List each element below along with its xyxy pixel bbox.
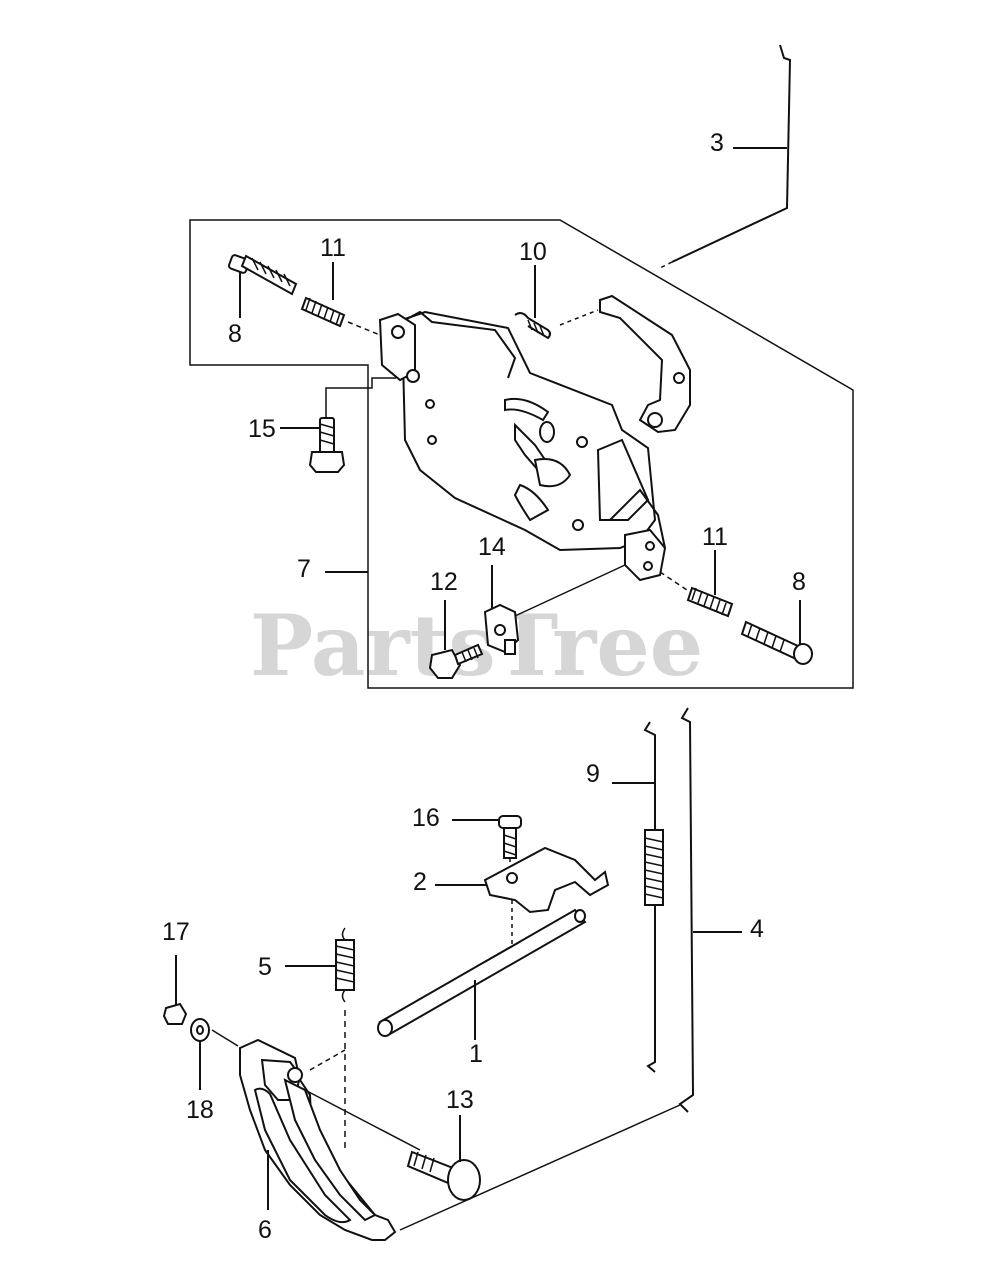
callout-7: 7 xyxy=(297,555,311,583)
callout-13: 13 xyxy=(446,1086,474,1114)
callout-18: 18 xyxy=(186,1096,214,1124)
callout-9: 9 xyxy=(586,760,600,788)
callout-8-top: 8 xyxy=(228,320,242,348)
spring-top xyxy=(300,262,381,336)
choke-rod xyxy=(399,707,742,1231)
callout-3: 3 xyxy=(710,129,724,157)
callout-6: 6 xyxy=(258,1216,272,1244)
bolt-16 xyxy=(452,815,522,882)
bolt-12 xyxy=(428,600,484,679)
adjust-screw-top xyxy=(227,254,298,318)
governor-plate xyxy=(435,846,610,955)
callout-5: 5 xyxy=(258,953,272,981)
callout-11-bottom: 11 xyxy=(702,523,728,551)
governor-lever xyxy=(239,1038,421,1241)
callout-2: 2 xyxy=(413,868,427,896)
adjust-screw-bottom xyxy=(740,600,813,665)
callout-1: 1 xyxy=(469,1040,483,1068)
callout-14: 14 xyxy=(478,533,506,561)
callout-10: 10 xyxy=(519,238,547,266)
spring-link-9 xyxy=(612,721,664,1073)
control-bracket xyxy=(378,294,691,582)
governor-spring xyxy=(514,265,599,340)
cable-clip xyxy=(483,564,626,655)
callout-17: 17 xyxy=(162,918,190,946)
return-spring xyxy=(285,927,355,1150)
bolt-15 xyxy=(280,377,396,473)
callout-12: 12 xyxy=(430,568,458,596)
callout-11-top: 11 xyxy=(320,234,346,262)
callout-16: 16 xyxy=(412,804,440,832)
lever-bolt-13 xyxy=(406,1115,481,1201)
spring-bottom xyxy=(659,550,734,618)
callout-4: 4 xyxy=(750,915,764,943)
governor-shaft xyxy=(377,908,587,1040)
callout-15: 15 xyxy=(248,415,276,443)
callout-8-bottom: 8 xyxy=(792,568,806,596)
nut-17 xyxy=(162,955,188,1025)
throttle-rod xyxy=(659,44,792,269)
washer-18 xyxy=(190,1018,239,1090)
control-assembly-boundary xyxy=(189,219,854,689)
